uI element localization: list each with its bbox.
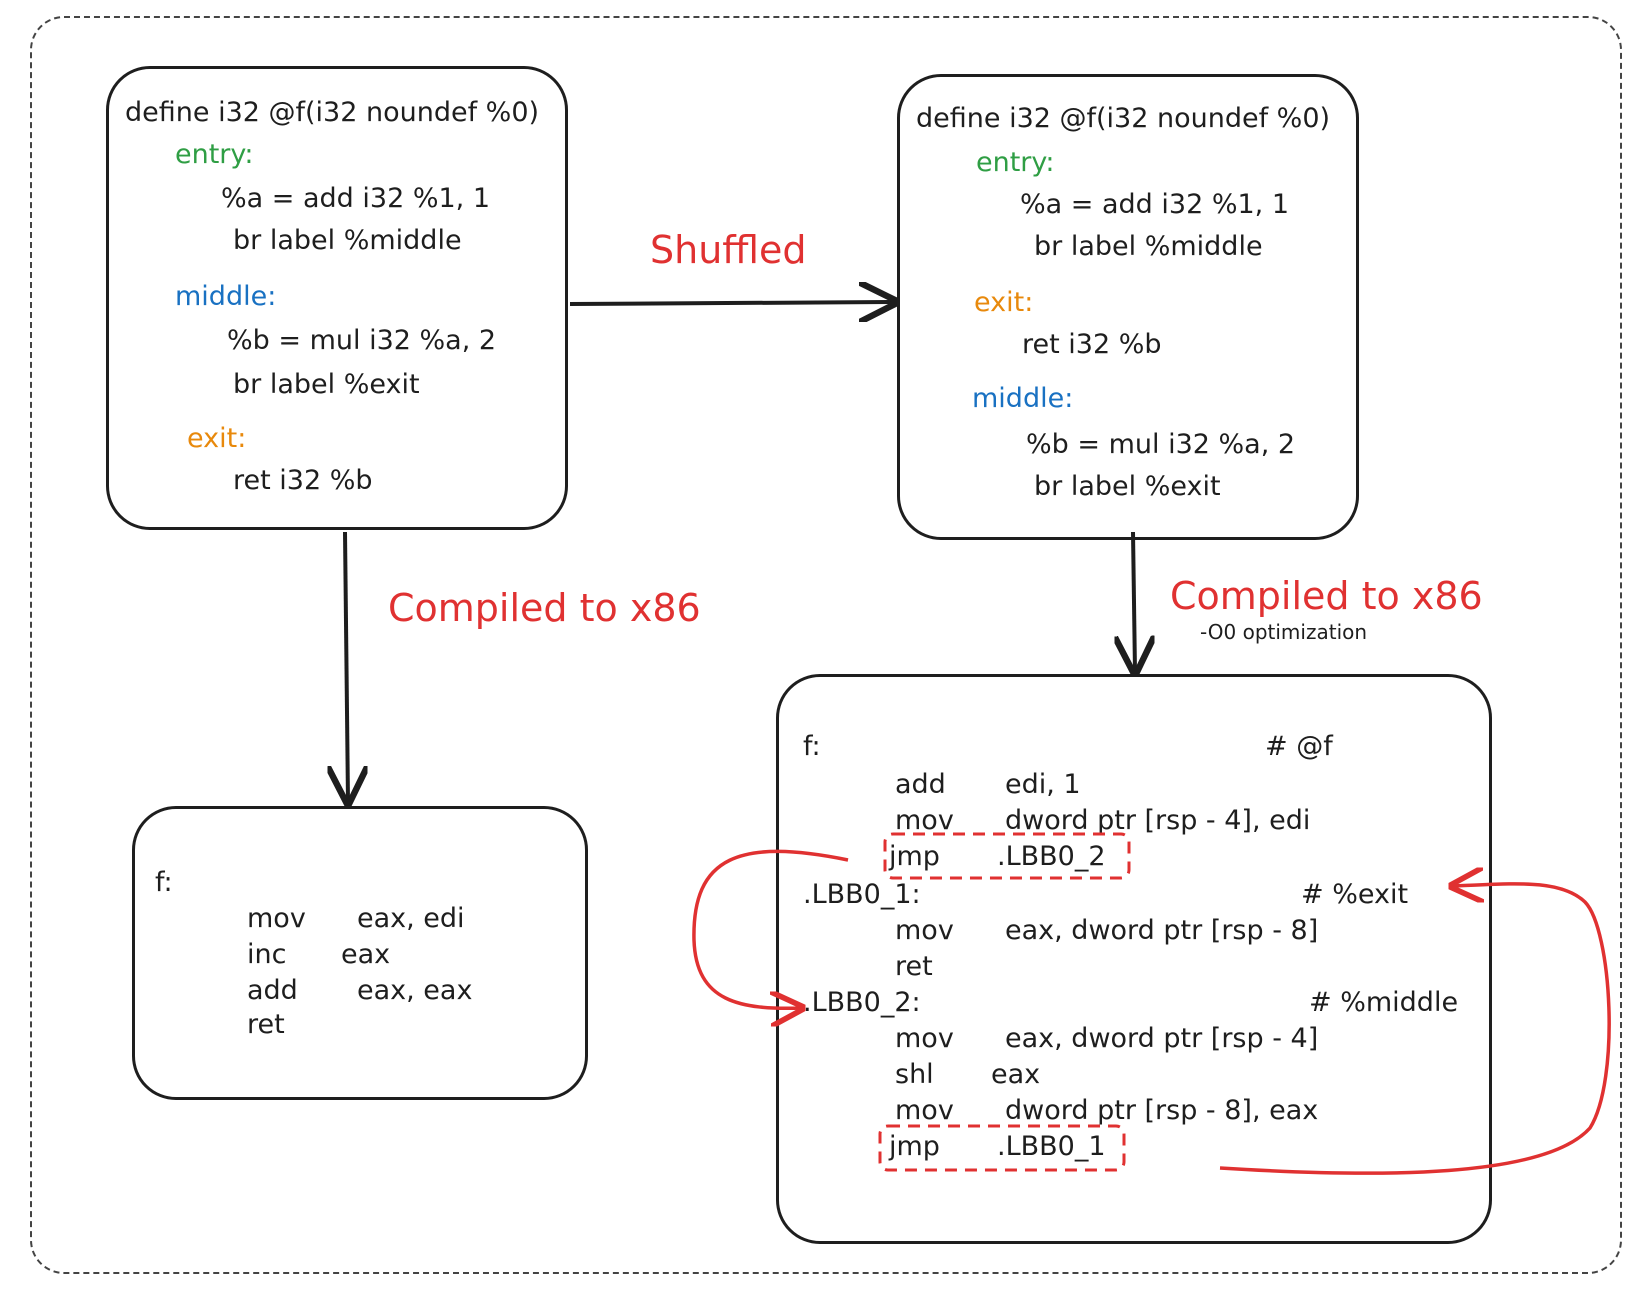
asm-op: mov	[895, 915, 954, 946]
asm-args: .LBB0_1	[997, 1131, 1106, 1162]
asm-label: f:	[155, 867, 173, 898]
asm-label-comment: # @f	[1265, 731, 1333, 762]
ir-label-exit: exit:	[187, 423, 247, 454]
ir-middle-line-1: %b = mul i32 %a, 2	[1026, 429, 1296, 460]
compile-right-arrow	[1133, 531, 1135, 672]
shuffle-arrow	[569, 302, 895, 304]
asm-args: eax, dword ptr [rsp - 4]	[1005, 1023, 1319, 1054]
asm-right-box: f: # @f add edi, 1 mov dword ptr [rsp - …	[776, 674, 1492, 1244]
ir-label-middle: middle:	[175, 281, 277, 312]
asm-op: mov	[895, 1023, 954, 1054]
asm-args: eax	[991, 1059, 1041, 1090]
asm-op: add	[895, 769, 946, 800]
asm-block-comment: # %middle	[1309, 987, 1459, 1018]
ir-middle-line-1: %b = mul i32 %a, 2	[227, 325, 497, 356]
ir-label-entry: entry:	[976, 147, 1055, 178]
asm-op: mov	[247, 903, 306, 934]
compiled-left-caption: Compiled to x86	[388, 586, 701, 630]
ir-entry-line-2: br label %middle	[233, 225, 462, 256]
jmp-highlight-2	[878, 1124, 1126, 1172]
shuffled-caption: Shuffled	[650, 228, 807, 272]
asm-args: .LBB0_2	[997, 841, 1106, 872]
compiled-right-caption: Compiled to x86	[1170, 574, 1483, 618]
ir-middle-line-2: br label %exit	[233, 369, 420, 400]
asm-op: ret	[895, 951, 933, 982]
compile-left-arrow	[345, 531, 348, 802]
asm-op: jmp	[889, 841, 940, 872]
ir-entry-line-2: br label %middle	[1034, 231, 1263, 262]
asm-label: f:	[803, 731, 821, 762]
ir-exit-line-1: ret i32 %b	[233, 465, 373, 496]
outer-dashed-frame	[30, 16, 1622, 1274]
asm-op: mov	[895, 805, 954, 836]
asm-block-label: .LBB0_2:	[803, 987, 921, 1018]
shuffled-ir-box: define i32 @f(i32 noundef %0) entry: %a …	[897, 74, 1359, 540]
asm-op: add	[247, 975, 298, 1006]
original-ir-box: define i32 @f(i32 noundef %0) entry: %a …	[106, 66, 568, 530]
jump-arrow-to-lbb0-2	[692, 849, 849, 1008]
asm-op: jmp	[889, 1131, 940, 1162]
ir-signature: define i32 @f(i32 noundef %0)	[916, 103, 1331, 134]
asm-op: shl	[895, 1059, 934, 1090]
asm-op: mov	[895, 1095, 954, 1126]
asm-args: eax, eax	[357, 975, 473, 1006]
ir-entry-line-1: %a = add i32 %1, 1	[1020, 189, 1290, 220]
ir-label-entry: entry:	[175, 139, 254, 170]
asm-args: eax	[341, 939, 391, 970]
asm-left-box: f: mov eax, edi inc eax add eax, eax ret	[132, 806, 588, 1100]
ir-signature: define i32 @f(i32 noundef %0)	[125, 97, 540, 128]
jmp-highlight-1	[883, 832, 1131, 880]
asm-op: inc	[247, 939, 287, 970]
asm-args: eax, dword ptr [rsp - 8]	[1005, 915, 1319, 946]
ir-entry-line-1: %a = add i32 %1, 1	[221, 183, 491, 214]
ir-label-exit: exit:	[974, 287, 1034, 318]
asm-args: dword ptr [rsp - 4], edi	[1005, 805, 1311, 836]
optimization-note: -O0 optimization	[1200, 620, 1368, 644]
asm-block-label: .LBB0_1:	[803, 879, 921, 910]
ir-exit-line-1: ret i32 %b	[1022, 329, 1162, 360]
ir-middle-line-2: br label %exit	[1034, 471, 1221, 502]
asm-op: ret	[247, 1009, 285, 1040]
asm-args: edi, 1	[1005, 769, 1081, 800]
jump-arrow-to-lbb0-1	[1219, 884, 1611, 1175]
asm-block-comment: # %exit	[1301, 879, 1409, 910]
ir-label-middle: middle:	[972, 383, 1074, 414]
asm-args: dword ptr [rsp - 8], eax	[1005, 1095, 1319, 1126]
asm-args: eax, edi	[357, 903, 465, 934]
